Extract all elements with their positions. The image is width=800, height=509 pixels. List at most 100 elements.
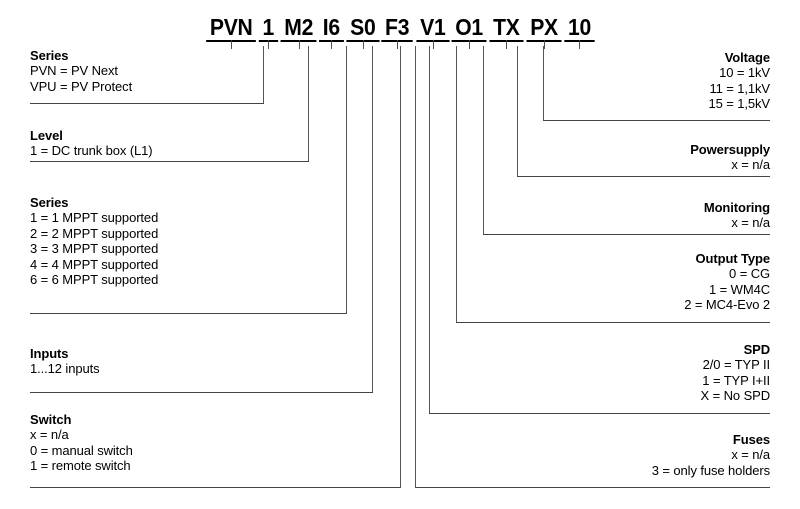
code-segment-i6: I6	[319, 14, 344, 49]
code-segment-tick	[362, 40, 364, 49]
leader-vline-series-mppt	[346, 46, 347, 313]
block-title: Level	[30, 128, 63, 143]
code-segment-text: 1	[262, 14, 275, 40]
block-title: Powersupply	[690, 142, 770, 157]
block-title: Switch	[30, 412, 72, 427]
code-segment-s0: S0	[346, 14, 379, 49]
leader-vline-spd	[429, 46, 430, 413]
block-line: 2 = MC4-Evo 2	[684, 297, 770, 312]
leader-underline-inputs	[30, 392, 373, 393]
block-line: 0 = manual switch	[30, 442, 133, 458]
block-title: Fuses	[732, 432, 770, 447]
block-line: 3 = 3 MPPT supported	[30, 241, 159, 256]
leader-vline-fuses	[415, 46, 416, 487]
block-fuses: Fuses x = n/a 3 = only fuse holders	[470, 432, 770, 478]
block-powersupply: Powersupply x = n/a	[470, 142, 770, 173]
leader-underline-voltage	[543, 120, 770, 121]
code-segment-text: I6	[322, 14, 341, 40]
leader-vline-voltage	[543, 46, 544, 120]
leader-underline-output-type	[456, 322, 770, 323]
code-segment-tick	[231, 40, 233, 49]
block-level: Level 1 = DC trunk box (L1)	[30, 128, 153, 159]
code-segment-text: F3	[385, 14, 410, 40]
code-segment-text: PX	[530, 14, 558, 40]
code-segment-text: PVN	[209, 14, 253, 40]
code-segment-tick	[432, 40, 434, 49]
block-line: VPU = PV Protect	[30, 78, 133, 94]
block-spd: SPD 2/0 = TYP II 1 = TYP I+II X = No SPD	[470, 342, 771, 404]
leader-vline-switch	[400, 46, 401, 487]
leader-underline-switch	[30, 487, 401, 488]
leader-vline-output-type	[456, 46, 457, 322]
code-segment-10: 10	[564, 14, 595, 49]
block-line: 11 = 1,1kV	[709, 80, 770, 96]
block-line: x = n/a	[731, 215, 770, 230]
code-segment-pvn: PVN	[206, 14, 257, 49]
block-inputs: Inputs 1...12 inputs	[30, 346, 100, 377]
block-title: Series	[30, 48, 69, 63]
block-line: x = n/a	[731, 157, 770, 172]
block-title: Output Type	[695, 251, 771, 266]
block-title: Voltage	[724, 50, 770, 65]
block-line: 1 = TYP I+II	[702, 372, 770, 388]
code-segment-tick	[469, 40, 471, 49]
block-line: 4 = 4 MPPT supported	[30, 256, 159, 272]
leader-vline-series-model	[263, 46, 264, 103]
code-segment-px: PX	[526, 14, 562, 49]
leader-underline-series-model	[30, 103, 264, 104]
block-line: PVN = PV Next	[30, 63, 118, 78]
code-segment-text: 10	[568, 14, 592, 40]
code-segment-tx: TX	[489, 14, 524, 49]
code-segment-tick	[298, 40, 300, 49]
block-title: Series	[30, 195, 69, 210]
leader-vline-monitoring	[483, 46, 484, 234]
block-line: 2/0 = TYP II	[702, 357, 770, 372]
block-line: 1 = remote switch	[30, 458, 131, 473]
leader-vline-inputs	[372, 46, 373, 392]
product-code-header: PVN 1 M2 I6 S0 F3 V1 O1	[0, 14, 800, 49]
leader-underline-level	[30, 161, 309, 162]
block-series-model: Series PVN = PV Next VPU = PV Protect	[30, 48, 132, 94]
code-segment-text: V1	[419, 14, 446, 40]
leader-underline-spd	[429, 413, 770, 414]
block-switch: Switch x = n/a 0 = manual switch 1 = rem…	[30, 412, 133, 474]
block-line: 10 = 1kV	[719, 65, 770, 80]
leader-underline-powersupply	[517, 176, 770, 177]
block-line: 3 = only fuse holders	[651, 462, 770, 478]
block-line: 0 = CG	[729, 266, 770, 281]
block-voltage: Voltage 10 = 1kV 11 = 1,1kV 15 = 1,5kV	[470, 50, 770, 112]
block-monitoring: Monitoring x = n/a	[470, 200, 770, 231]
leader-underline-monitoring	[483, 234, 770, 235]
block-line: X = No SPD	[700, 388, 771, 403]
code-segment-o1: O1	[451, 14, 487, 49]
code-segment-tick	[579, 40, 581, 49]
code-segment-tick	[331, 40, 333, 49]
code-segment-level: 1	[259, 14, 278, 49]
code-segment-tick	[506, 40, 508, 49]
code-segment-f3: F3	[381, 14, 414, 49]
block-line: 1 = 1 MPPT supported	[30, 210, 159, 225]
code-segment-m2: M2	[280, 14, 317, 49]
block-title: SPD	[743, 342, 771, 357]
code-segment-tick	[268, 40, 270, 49]
block-title: Monitoring	[703, 200, 770, 215]
code-segment-text: TX	[493, 14, 520, 40]
block-line: 1 = DC trunk box (L1)	[30, 143, 153, 158]
block-title: Inputs	[30, 346, 69, 361]
block-line: 15 = 1,5kV	[708, 96, 770, 111]
block-line: x = n/a	[30, 427, 69, 442]
leader-vline-powersupply	[517, 46, 518, 176]
code-segment-tick	[397, 40, 399, 49]
leader-underline-fuses	[415, 487, 770, 488]
block-output-type: Output Type 0 = CG 1 = WM4C 2 = MC4-Evo …	[470, 251, 770, 313]
code-segment-v1: V1	[415, 14, 449, 49]
leader-underline-series-mppt	[30, 313, 347, 314]
leader-vline-level	[308, 46, 309, 161]
code-segment-tick	[544, 40, 545, 49]
block-series-mppt: Series 1 = 1 MPPT supported 2 = 2 MPPT s…	[30, 195, 158, 288]
block-line: 2 = 2 MPPT supported	[30, 225, 159, 241]
block-line: x = n/a	[731, 447, 770, 462]
code-segment-text: S0	[349, 14, 376, 40]
block-line: 6 = 6 MPPT supported	[30, 272, 159, 287]
